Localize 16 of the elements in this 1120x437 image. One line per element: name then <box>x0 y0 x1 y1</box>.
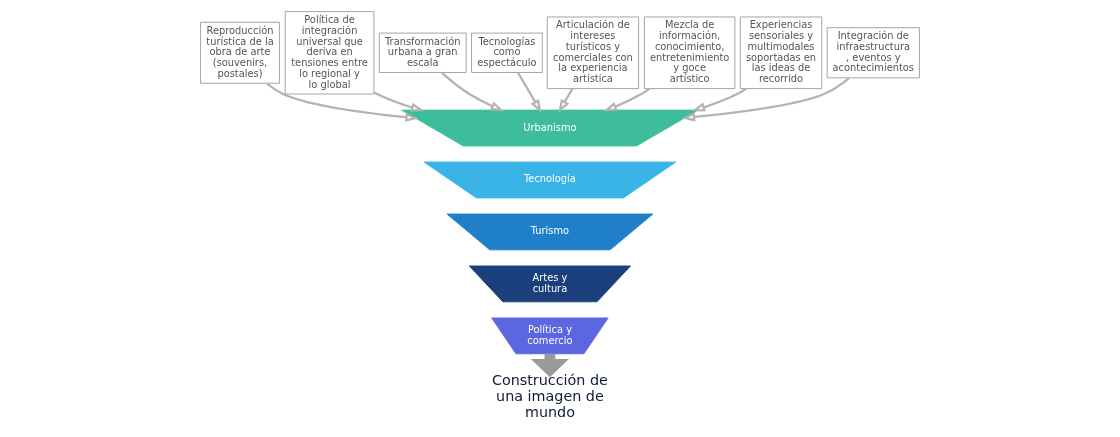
arrow <box>373 91 425 112</box>
node-box: Mezcla de información, conocimiento, entretenimiento y goce artístico <box>643 16 736 90</box>
arrow <box>681 77 850 122</box>
arrow <box>558 88 574 113</box>
node-box: Política de integración universal que deriva en tensiones entre lo regional y lo global <box>284 11 375 95</box>
arrow <box>517 72 542 113</box>
arrow <box>441 71 505 112</box>
node-box: Tecnologías como espectáculo <box>471 32 543 73</box>
arrow <box>691 87 747 112</box>
node-box: Reproducción turística de la obra de arte (souvenirs, postales) <box>200 21 280 84</box>
node-text: Construcción de una imagen de mundo <box>491 371 608 421</box>
node-box: Experiencias sensoriales y multimodales soportadas en las ideas de recorrido <box>739 16 823 90</box>
node-box: Integración de infraestructura, eventos y acontecimientos <box>826 27 920 79</box>
node-box: Transformación urbana a gran escala <box>378 32 467 73</box>
arrow <box>266 82 419 122</box>
node-box: Articulación de intereses turísticos y comerciales con la experiencia artística <box>546 16 640 90</box>
